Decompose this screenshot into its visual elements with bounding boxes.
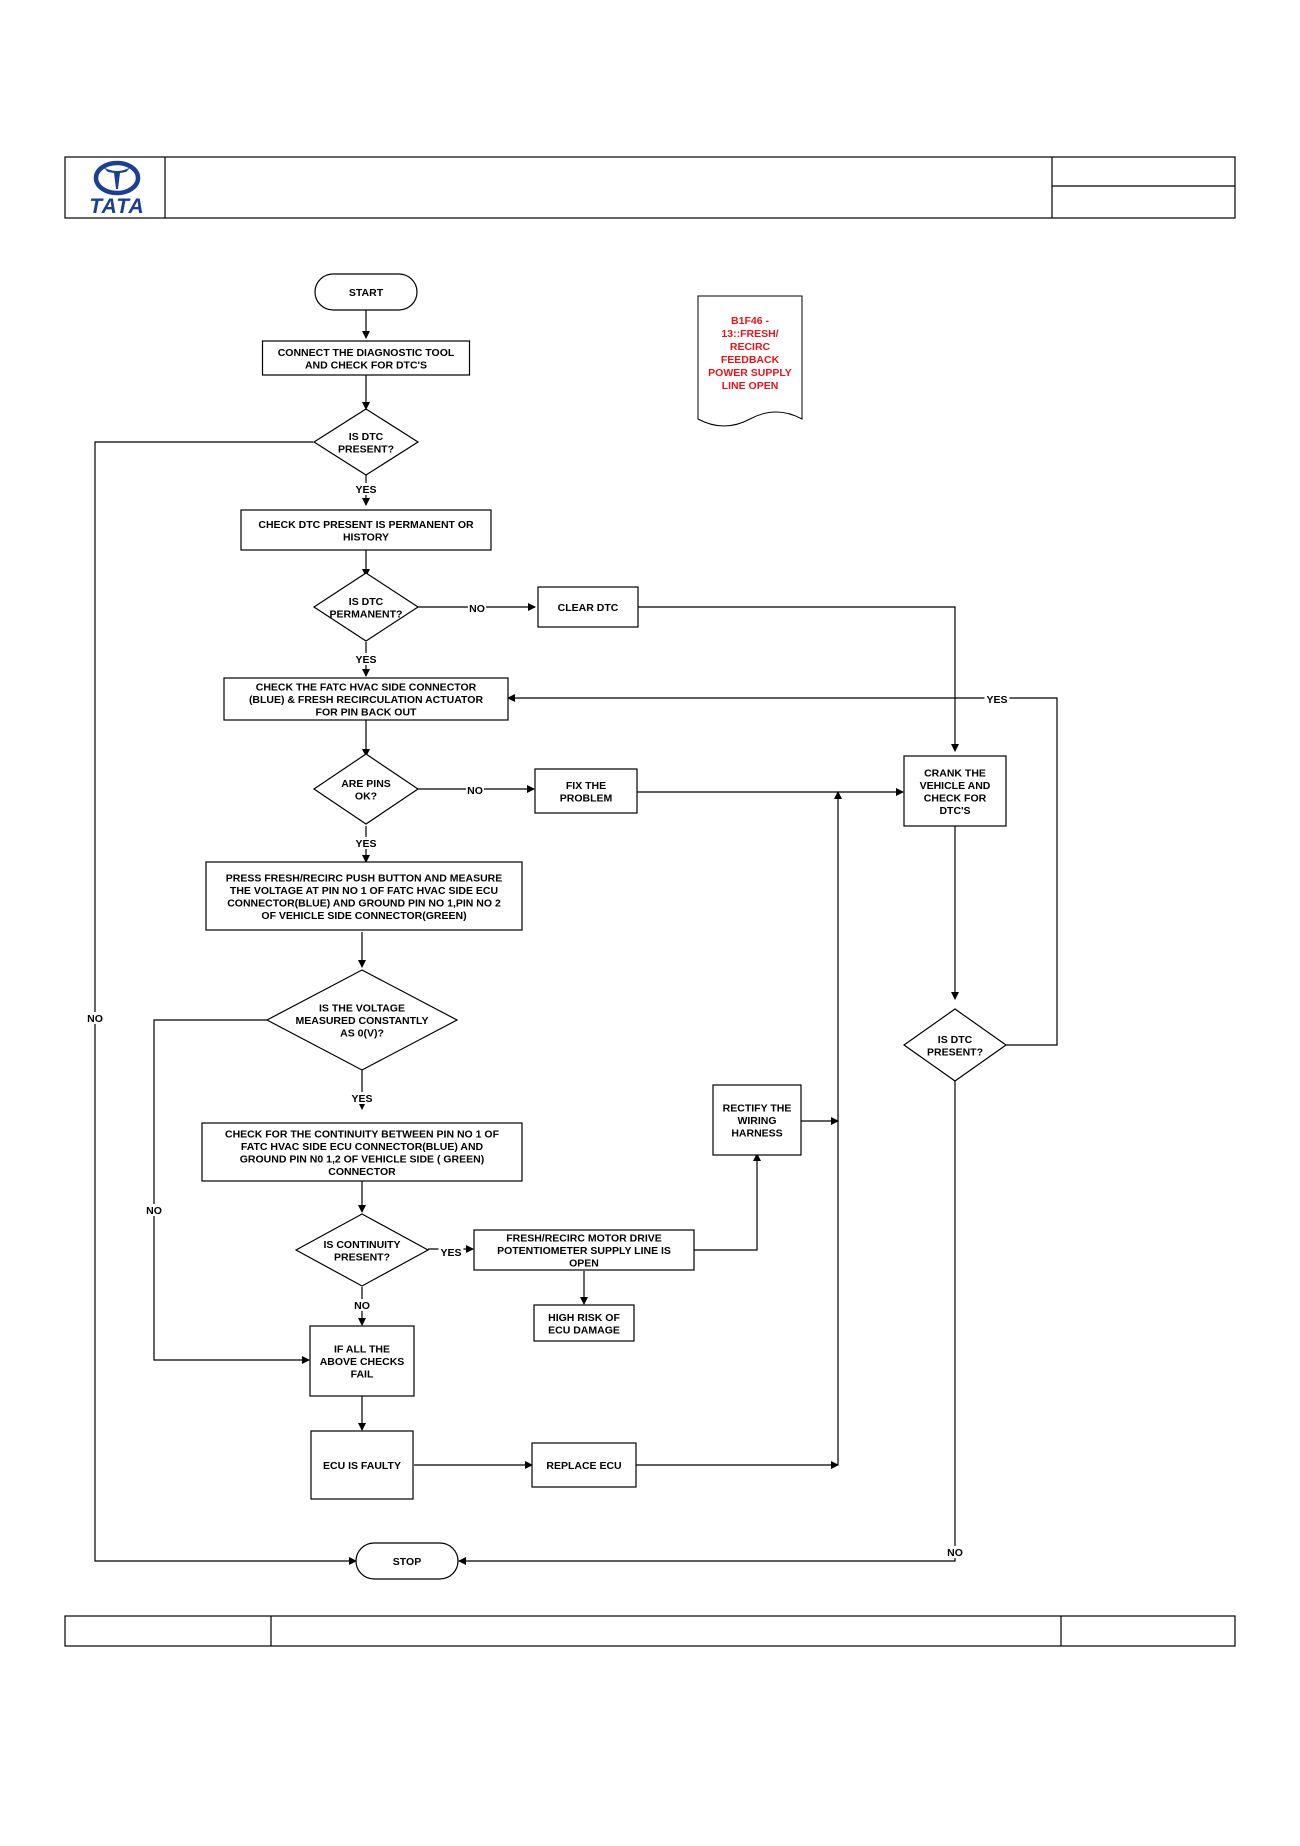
node-clear-dtc: CLEAR DTC — [537, 586, 639, 628]
node-ecu-faulty: ECU IS FAULTY — [310, 1430, 414, 1500]
node-stop: STOP — [355, 1542, 459, 1580]
process-box — [201, 1122, 523, 1182]
header-frame — [64, 156, 1236, 219]
edge-label-yes: YES — [355, 484, 376, 496]
process-box — [712, 1084, 802, 1156]
decision-diamond — [902, 1008, 1008, 1082]
edge-label-no: NO — [947, 1547, 963, 1559]
node-press: PRESS FRESH/RECIRC PUSH BUTTON AND MEASU… — [205, 861, 523, 931]
note-line: POWER SUPPLY — [708, 367, 792, 379]
node-label: CHECK FOR THE CONTINUITY BETWEEN PIN NO … — [225, 1128, 500, 1178]
process-box — [531, 1442, 637, 1488]
edge-label-no: NO — [467, 785, 483, 797]
logo-text: TATA — [89, 195, 144, 218]
edge-label-no: NO — [87, 1013, 103, 1025]
decision-diamond — [312, 408, 420, 476]
node-replace: REPLACE ECU — [531, 1442, 637, 1488]
decision-diamond — [294, 1213, 430, 1287]
process-box — [240, 509, 492, 551]
connectors — [94, 310, 1058, 1565]
logo-emblem — [93, 160, 141, 196]
process-box — [310, 1430, 414, 1500]
logo-emblem-t — [103, 167, 131, 189]
process-box — [261, 340, 471, 376]
note-line: LINE OPEN — [722, 380, 779, 392]
note-line: FEEDBACK — [721, 354, 780, 366]
node-label: REPLACE ECU — [546, 1460, 621, 1472]
node-check-fatc: CHECK THE FATC HVAC SIDE CONNECTOR(BLUE)… — [223, 677, 509, 721]
process-box — [309, 1325, 415, 1397]
edge-label-no: NO — [146, 1205, 162, 1217]
decision-diamond — [312, 572, 420, 642]
note-line: 13::FRESH/ — [721, 328, 778, 340]
note-line: B1F46 - — [731, 315, 769, 327]
node-label: CHECK THE FATC HVAC SIDE CONNECTOR(BLUE)… — [249, 682, 484, 719]
edge-label-yes: YES — [355, 838, 376, 850]
edge-label-no: NO — [354, 1300, 370, 1312]
node-continuity-check: CHECK FOR THE CONTINUITY BETWEEN PIN NO … — [201, 1122, 523, 1182]
node-label: STOP — [393, 1556, 421, 1568]
tata-logo: TATA — [89, 160, 144, 218]
process-box — [205, 861, 523, 931]
edge-label-yes: YES — [351, 1093, 372, 1105]
edge-label-yes: YES — [986, 694, 1007, 706]
edge-label-yes: YES — [440, 1247, 461, 1259]
note-line: RECIRC — [730, 341, 771, 353]
edge-label-no: NO — [469, 603, 485, 615]
node-label: ECU IS FAULTY — [323, 1460, 401, 1472]
process-box — [533, 1304, 635, 1342]
terminator — [355, 1542, 459, 1580]
node-label: START — [349, 287, 384, 299]
edge-labels: YES NO YES NO YES NO YES YES NO YES NO NO — [86, 483, 1010, 1559]
decision-diamond — [312, 753, 420, 825]
decision-diamond — [265, 969, 459, 1071]
process-box — [223, 677, 509, 721]
node-label: CLEAR DTC — [558, 602, 619, 614]
process-box — [534, 768, 638, 814]
node-label: PRESS FRESH/RECIRC PUSH BUTTON AND MEASU… — [226, 872, 503, 922]
node-start: START — [314, 273, 418, 311]
process-box — [903, 755, 1007, 827]
process-box — [537, 586, 639, 628]
terminator — [314, 273, 418, 311]
process-box — [473, 1229, 695, 1271]
edge-label-yes: YES — [355, 654, 376, 666]
footer-frame — [64, 1615, 1236, 1647]
